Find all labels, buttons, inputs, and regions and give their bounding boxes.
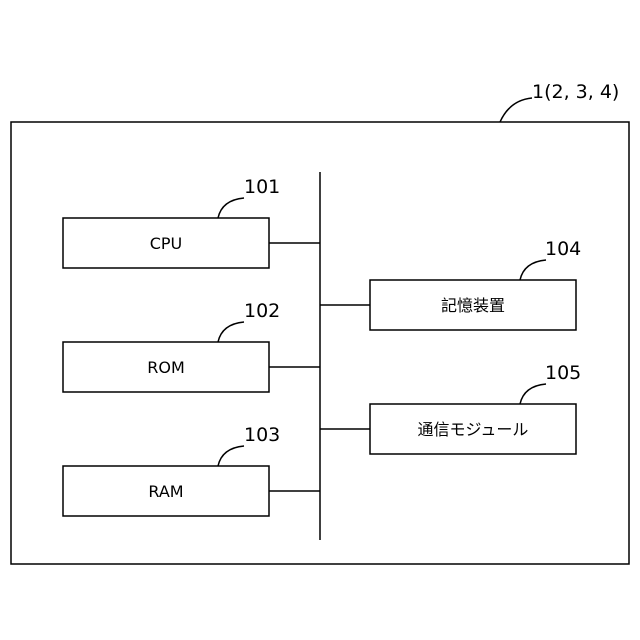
storage-label: 記憶装置 <box>441 296 505 315</box>
storage-ref-label: 104 <box>545 238 581 260</box>
rom-label: ROM <box>147 358 185 377</box>
device-ref-label: 1(2, 3, 4) <box>532 81 619 103</box>
device-leader-line <box>500 98 532 122</box>
cpu-ref-label: 101 <box>244 176 280 198</box>
cpu-label: CPU <box>150 234 183 253</box>
ram-label: RAM <box>148 482 183 501</box>
comm-module-ref-label: 105 <box>545 362 581 384</box>
ram-ref-label: 103 <box>244 424 280 446</box>
comm-module-label: 通信モジュール <box>418 420 529 439</box>
rom-ref-label: 102 <box>244 300 280 322</box>
